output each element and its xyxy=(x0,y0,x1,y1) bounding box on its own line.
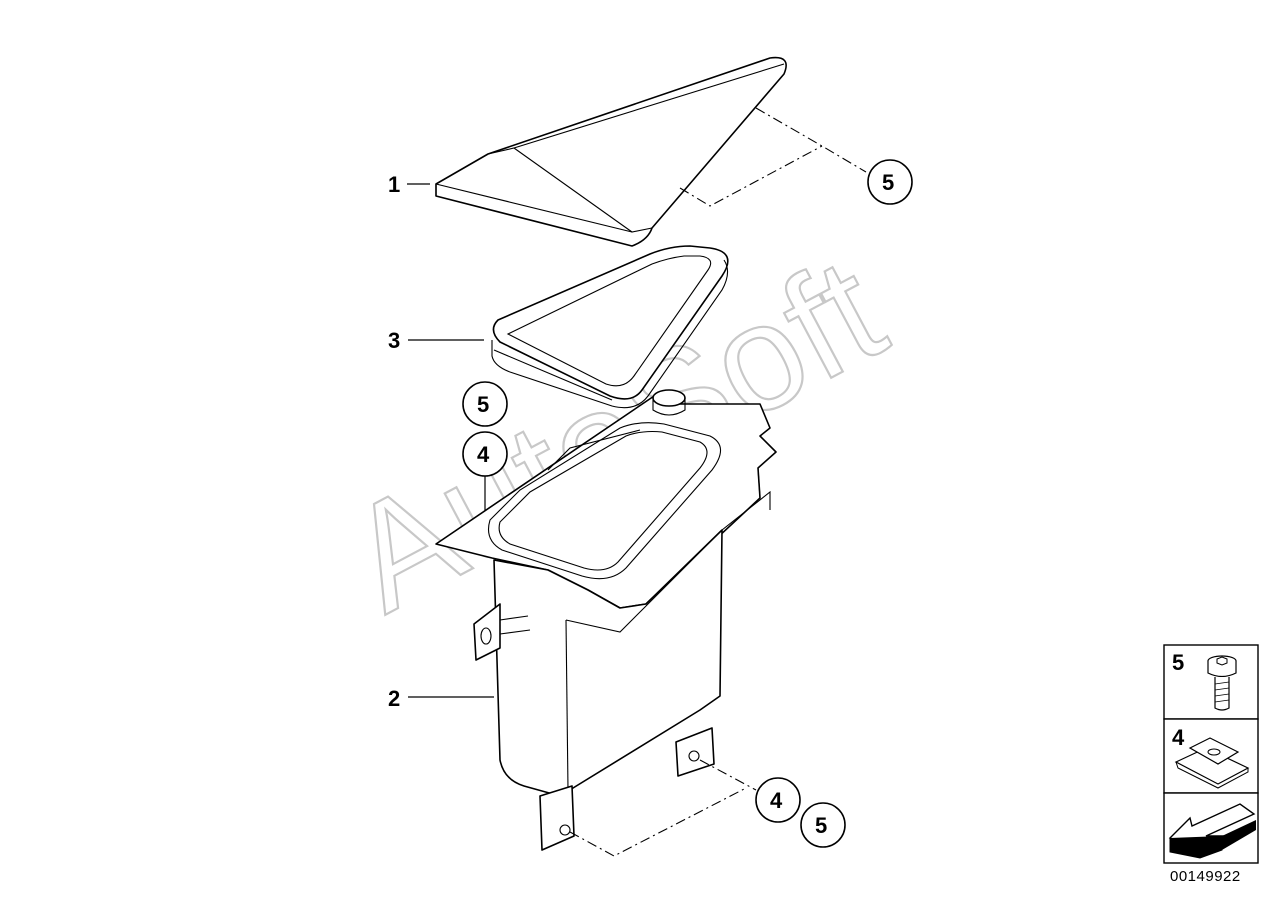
clip-nut-icon xyxy=(1174,737,1250,789)
callout-bot-5: 5 xyxy=(815,813,827,838)
callout-top-5: 5 xyxy=(882,170,894,195)
callout-circle-bot-4 xyxy=(755,777,801,823)
legend-number-5: 5 xyxy=(1172,650,1184,675)
hex-socket-screw-icon xyxy=(1207,655,1237,711)
callout-circle-bot-5 xyxy=(800,802,846,848)
part-3-seal[interactable] xyxy=(491,245,729,409)
diagram-id: 00149922 xyxy=(1170,868,1241,885)
callout-mid-5: 5 xyxy=(477,392,489,417)
part-1-cover[interactable] xyxy=(435,56,787,247)
label-part-2: 2 xyxy=(388,686,400,711)
callout-circle-top-5 xyxy=(867,159,913,205)
leader-top-5a xyxy=(755,107,867,173)
leader-bot-b xyxy=(569,787,747,857)
callout-circle-mid-5 xyxy=(462,381,508,427)
legend-number-4: 4 xyxy=(1172,725,1185,750)
arrow-back-icon[interactable] xyxy=(1168,803,1256,859)
leader-bot-a xyxy=(699,759,757,791)
callout-bot-4: 4 xyxy=(770,788,783,813)
legend-panel: 5 4 xyxy=(1163,644,1259,864)
leader-top-5b xyxy=(679,145,823,207)
part-2-housing[interactable] xyxy=(435,389,777,851)
label-part-1: 1 xyxy=(388,172,400,197)
label-part-3: 3 xyxy=(388,328,400,353)
callout-mid-4: 4 xyxy=(477,442,490,467)
